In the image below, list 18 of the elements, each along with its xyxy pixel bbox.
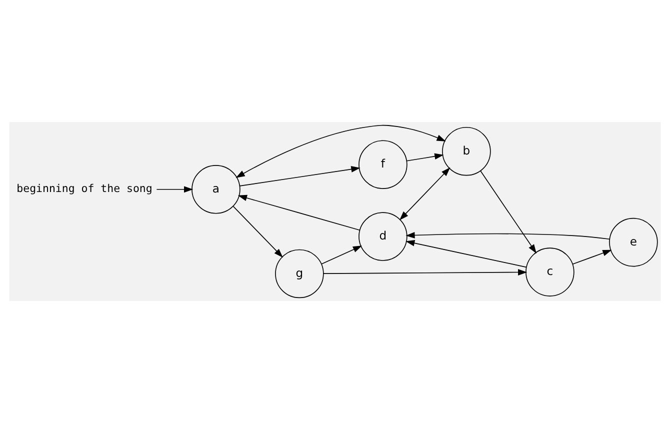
arrow [232,206,283,258]
node-circle: f [358,140,408,188]
node-circle: c [526,247,574,296]
node-circle: a [192,164,240,214]
arrow [406,152,444,161]
arrow [156,186,194,192]
arrow [399,166,450,220]
arrow [239,166,360,186]
node-text: beginning of the song [16,182,152,195]
arrow [238,194,360,230]
arrow [572,249,612,264]
arrow [480,170,536,253]
arrow [236,124,446,178]
arrow [321,245,362,264]
arrow [406,232,610,240]
node-circle: e [609,217,658,266]
arrow [406,240,527,268]
arrow [323,268,528,275]
